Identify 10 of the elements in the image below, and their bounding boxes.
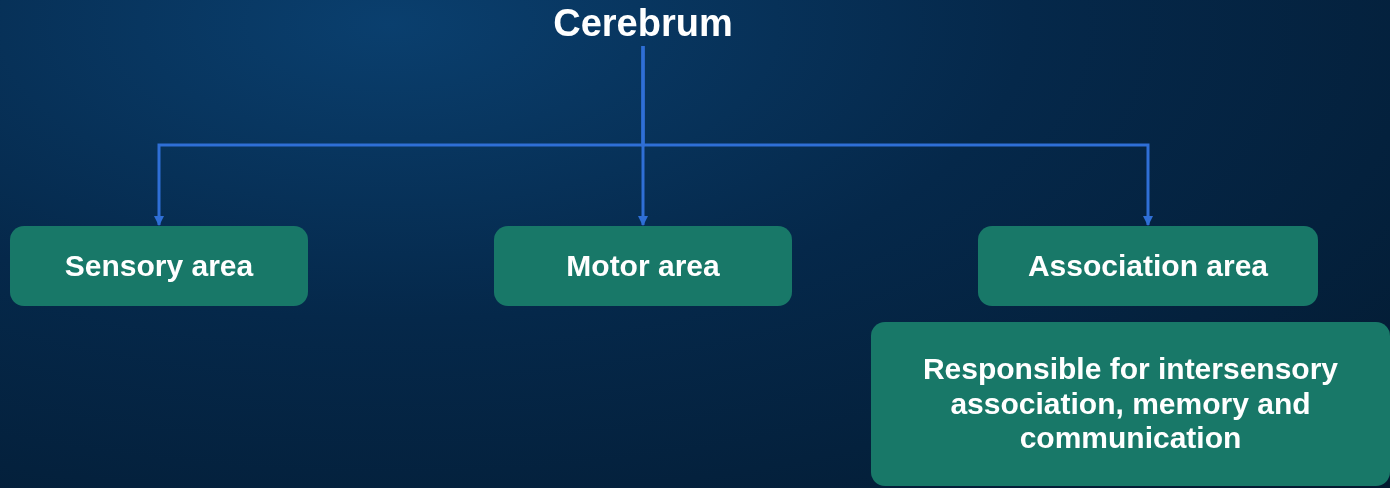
area-box <box>10 226 308 306</box>
area-box <box>494 226 792 306</box>
area-label: Sensory area <box>64 248 254 284</box>
area-box <box>871 322 1390 486</box>
area-label: Responsible for intersensory association, memory and communication <box>921 352 1340 456</box>
title-text: Cerebrum <box>523 0 763 46</box>
connector-arrow <box>641 46 1153 226</box>
area-label: Association area <box>1027 248 1269 284</box>
area-box <box>978 226 1318 306</box>
area-label: Motor area <box>566 248 720 284</box>
